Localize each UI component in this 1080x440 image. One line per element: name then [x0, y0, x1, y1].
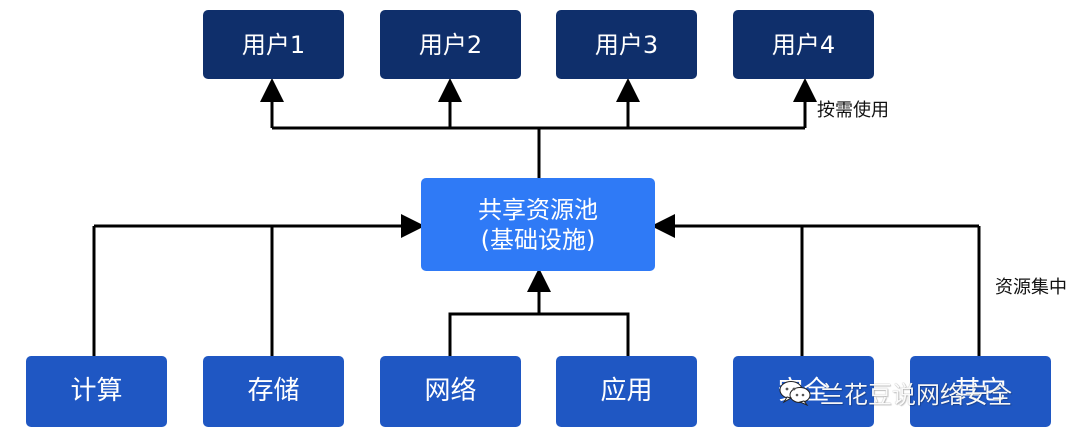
user-box-1: 用户1	[203, 10, 344, 79]
resource-box-network: 网络	[380, 356, 521, 427]
resource-centralization-label: 资源集中	[995, 277, 1067, 298]
user-label-3: 用户3	[594, 30, 659, 59]
resource-box-compute: 计算	[26, 356, 167, 427]
infrastructure-subtitle: (基础设施)	[480, 225, 596, 254]
shared-resource-pool-title: 共享资源池	[478, 195, 598, 224]
resource-box-storage: 存储	[203, 356, 344, 427]
resource-box-other: 其它	[910, 356, 1051, 427]
shared-resource-pool-box: 共享资源池 (基础设施)	[421, 178, 655, 271]
user-box-3: 用户3	[556, 10, 697, 79]
resource-box-application: 应用	[556, 356, 697, 427]
resource-label-storage: 存储	[247, 376, 300, 407]
on-demand-label: 按需使用	[817, 100, 889, 121]
user-box-2: 用户2	[380, 10, 521, 79]
resource-label-compute: 计算	[70, 376, 123, 407]
user-label-4: 用户4	[771, 30, 836, 59]
resource-label-application: 应用	[600, 376, 653, 407]
resource-label-network: 网络	[424, 376, 477, 407]
resource-box-security: 安全	[733, 356, 874, 427]
user-label-1: 用户1	[241, 30, 306, 59]
middle-resources-connector	[448, 312, 630, 356]
resource-label-other: 其它	[954, 376, 1007, 407]
resource-label-security: 安全	[777, 376, 830, 407]
user-box-4: 用户4	[733, 10, 874, 79]
user-label-2: 用户2	[418, 30, 483, 59]
